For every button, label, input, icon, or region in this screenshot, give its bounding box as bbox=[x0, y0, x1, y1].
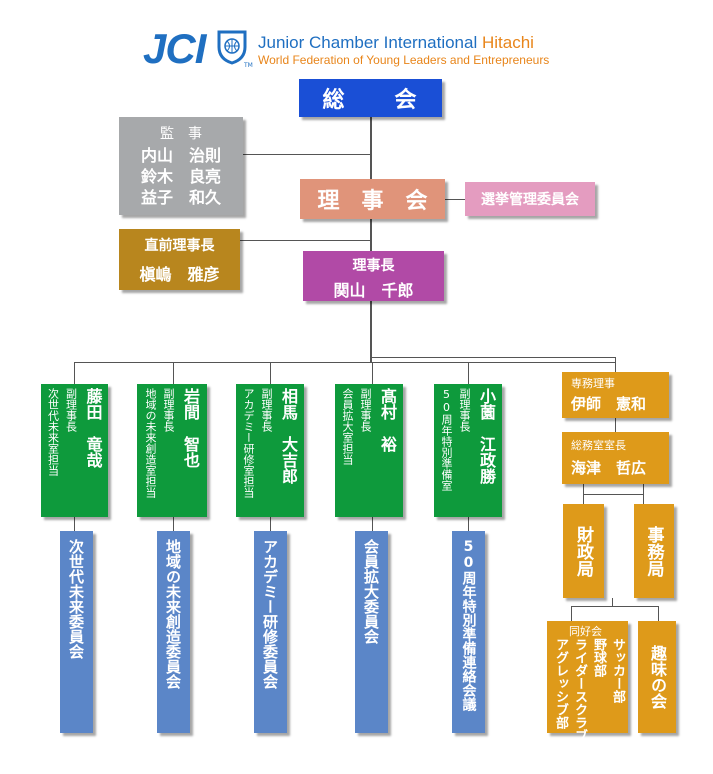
club-item: ライダースクラブ bbox=[572, 638, 587, 742]
vp-role: 副理事長 bbox=[458, 388, 471, 432]
vp-role: 副理事長 bbox=[64, 388, 78, 432]
connector-bureau-drop-left bbox=[583, 484, 584, 504]
board-label: 理 事 会 bbox=[317, 189, 428, 214]
finance-bureau-box: 財政局 bbox=[563, 504, 604, 598]
connector-former-president bbox=[240, 240, 371, 241]
committee-box-4: 会員拡大委員会 bbox=[355, 531, 388, 733]
connector-vp-drop-4 bbox=[372, 362, 373, 384]
connector-general-affairs bbox=[615, 418, 616, 432]
vice-president-box-4: 髙村 裕 副理事長 会員拡大室担当 bbox=[335, 384, 403, 517]
connector-vp-drop-5 bbox=[468, 362, 469, 384]
vp-role: 副理事長 bbox=[359, 388, 372, 432]
connector-main-trunk bbox=[370, 117, 372, 362]
connector-election bbox=[445, 199, 465, 200]
connector-club-bus bbox=[571, 606, 658, 607]
club-item: アグレッシブ部 bbox=[553, 638, 568, 729]
committee-label: 50周年特別準備連絡会議 bbox=[460, 539, 477, 711]
vp-name: 相馬 大吉郎 bbox=[279, 388, 298, 484]
vice-president-box-5: 小薗 江政勝 副理事長 50周年特別準備室 bbox=[434, 384, 502, 517]
trademark-mark: TM bbox=[244, 62, 253, 69]
executive-director-name: 伊師 憲和 bbox=[571, 395, 647, 413]
connector-right-bus bbox=[371, 357, 615, 358]
election-committee-box: 選挙管理委員会 bbox=[465, 182, 595, 216]
vp-name: 小薗 江政勝 bbox=[477, 388, 496, 484]
connector-vp-bus bbox=[74, 362, 615, 363]
committee-label: 地域の未来創造委員会 bbox=[164, 539, 182, 689]
jci-emblem-icon bbox=[217, 30, 247, 65]
connector-club-drop-left bbox=[571, 606, 572, 621]
general-assembly-label: 総 会 bbox=[322, 88, 419, 113]
jci-logo-text: JCI bbox=[143, 25, 206, 72]
general-affairs-title: 総務室室長 bbox=[571, 439, 626, 452]
general-affairs-name: 海津 哲広 bbox=[571, 459, 647, 477]
auditors-box: 監 事 内山 治則 鈴木 良亮 益子 和久 bbox=[119, 117, 243, 215]
auditor-name: 益子 和久 bbox=[140, 188, 221, 207]
vice-president-box-3: 相馬 大吉郎 副理事長 アカデミー研修室担当 bbox=[236, 384, 304, 517]
committee-label: 会員拡大委員会 bbox=[362, 539, 380, 644]
connector-committee-3 bbox=[270, 517, 271, 531]
clubs-box: 同好会 サッカー部 野球部 ライダースクラブ アグレッシブ部 bbox=[547, 621, 628, 742]
secretariat-box: 事務局 bbox=[634, 504, 674, 598]
committee-box-5: 50周年特別準備連絡会議 bbox=[452, 531, 485, 733]
club-item: サッカー部 bbox=[610, 638, 625, 703]
connector-club-stem bbox=[612, 598, 613, 607]
connector-vp-drop-3 bbox=[270, 362, 271, 384]
general-affairs-box: 総務室室長 海津 哲広 bbox=[562, 432, 669, 484]
board-box: 理 事 会 bbox=[300, 179, 445, 219]
vp-duty: 会員拡大室担当 bbox=[341, 388, 354, 465]
president-name: 関山 千郎 bbox=[333, 281, 414, 300]
auditors-title: 監 事 bbox=[160, 126, 202, 142]
connector-vp-drop-1 bbox=[74, 362, 75, 384]
committee-box-2: 地域の未来創造委員会 bbox=[157, 531, 190, 733]
hobby-club-box: 趣味の会 bbox=[638, 621, 676, 733]
former-president-box: 直前理事長 槇嶋 雅彦 bbox=[119, 229, 240, 290]
executive-director-box: 専務理事 伊師 憲和 bbox=[562, 372, 669, 418]
connector-bureau-drop-right bbox=[643, 484, 644, 504]
connector-committee-2 bbox=[173, 517, 174, 531]
committee-label: アカデミー研修委員会 bbox=[261, 539, 279, 689]
vp-duty: 次世代未来室担当 bbox=[46, 388, 60, 476]
connector-club-drop-right bbox=[658, 606, 659, 621]
connector-right-drop bbox=[615, 357, 616, 372]
org-name: Junior Chamber International Hitachi bbox=[258, 33, 534, 52]
committee-label: 次世代未来委員会 bbox=[67, 539, 85, 659]
vp-duty: アカデミー研修室担当 bbox=[242, 388, 255, 498]
connector-committee-5 bbox=[468, 517, 469, 531]
former-president-name: 槇嶋 雅彦 bbox=[139, 265, 220, 284]
vp-name: 髙村 裕 bbox=[378, 388, 397, 452]
president-title: 理事長 bbox=[352, 258, 395, 274]
election-committee-label: 選挙管理委員会 bbox=[481, 192, 579, 208]
vice-president-box-1: 藤田 竜哉 副理事長 次世代未来室担当 bbox=[41, 384, 108, 517]
org-tagline: World Federation of Young Leaders and En… bbox=[258, 53, 550, 67]
vp-name: 藤田 竜哉 bbox=[83, 388, 103, 468]
general-assembly-box: 総 会 bbox=[299, 79, 442, 117]
executive-director-title: 専務理事 bbox=[571, 377, 615, 390]
secretariat-label: 事務局 bbox=[643, 525, 664, 577]
committee-box-1: 次世代未来委員会 bbox=[60, 531, 93, 733]
president-box: 理事長 関山 千郎 bbox=[303, 251, 444, 301]
connector-committee-4 bbox=[372, 517, 373, 531]
club-item: 野球部 bbox=[591, 638, 606, 677]
connector-bureau-bus bbox=[583, 494, 643, 495]
auditor-name: 鈴木 良亮 bbox=[140, 167, 221, 186]
vp-duty: 50周年特別準備室 bbox=[440, 388, 453, 491]
committee-box-3: アカデミー研修委員会 bbox=[254, 531, 287, 733]
vp-role: 副理事長 bbox=[162, 388, 175, 432]
connector-vp-drop-2 bbox=[173, 362, 174, 384]
vice-president-box-2: 岩間 智也 副理事長 地域の未来創造室担当 bbox=[137, 384, 207, 517]
former-president-title: 直前理事長 bbox=[144, 238, 215, 254]
connector-auditors bbox=[243, 154, 371, 155]
hobby-club-label: 趣味の会 bbox=[648, 645, 667, 709]
connector-committee-1 bbox=[74, 517, 75, 531]
auditor-name: 内山 治則 bbox=[140, 146, 221, 165]
clubs-title: 同好会 bbox=[569, 625, 602, 638]
vp-duty: 地域の未来創造室担当 bbox=[144, 388, 157, 498]
vp-name: 岩間 智也 bbox=[181, 388, 200, 468]
finance-bureau-label: 財政局 bbox=[573, 525, 593, 577]
vp-role: 副理事長 bbox=[260, 388, 273, 432]
